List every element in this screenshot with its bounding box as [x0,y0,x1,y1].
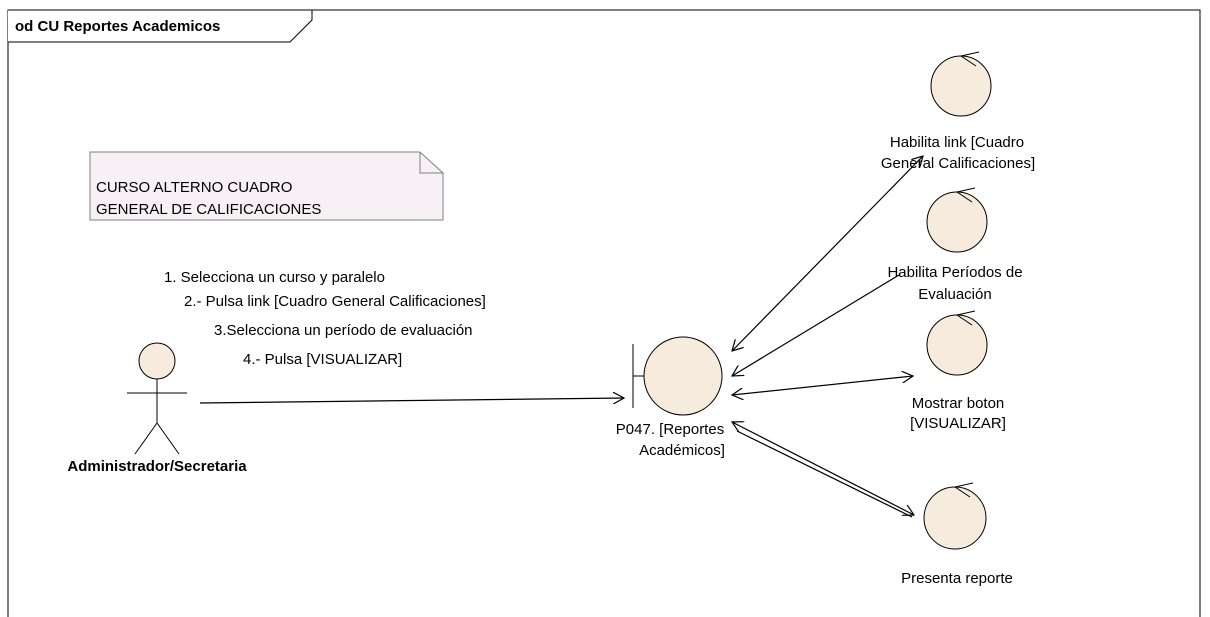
actor-label: Administrador/Secretaria [67,458,247,475]
note-shape [89,151,444,221]
link-boundary-control-4 [732,422,914,515]
control-arrowhead [959,51,980,67]
actor: Administrador/Secretaria [67,342,247,475]
link-boundary-control-3 [732,376,913,395]
connectors [199,156,923,518]
step-2: 2.- Pulsa link [Cuadro General Calificac… [184,293,486,310]
link-boundary-control-4-duplicate [736,430,913,518]
control-4-label: Presenta reporte [901,570,1013,587]
note-fold [419,152,443,174]
step-1: 1. Selecciona un curso y paralelo [164,269,385,286]
control-object-presenta-reporte: Presenta reporte [901,482,1013,587]
step-3: 3.Selecciona un período de evaluación [214,322,473,339]
step-4: 4.- Pulsa [VISUALIZAR] [243,351,402,368]
control-object-habilita-link: Habilita link [Cuadro General Calificaci… [881,51,1035,172]
control-circle [926,191,988,253]
note-line-1: CURSO ALTERNO CUADRO [96,179,292,196]
note: CURSO ALTERNO CUADRO GENERAL DE CALIFICA… [89,151,444,221]
control-2-label-line-1: Habilita Períodos de [887,264,1022,281]
link-actor-boundary [199,398,624,403]
link-boundary-control-2 [732,274,900,376]
boundary-label-line-2: Académicos] [639,442,725,459]
actor-right-leg [156,422,180,455]
control-1-label-line-1: Habilita link [Cuadro [890,134,1024,151]
actor-left-leg [134,422,158,455]
link-boundary-control-1 [732,156,923,351]
control-object-mostrar-boton: Mostrar boton [VISUALIZAR] [910,310,1006,432]
control-arrowhead [953,482,974,498]
control-arrowhead [955,310,976,326]
note-line-2: GENERAL DE CALIFICACIONES [96,201,321,218]
control-1-label-line-2: General Calificaciones] [881,155,1035,172]
boundary-object: P047. [Reportes Académicos] [616,336,725,459]
control-3-label-line-2: [VISUALIZAR] [910,415,1006,432]
control-3-label-line-1: Mostrar boton [912,395,1005,412]
control-object-habilita-periodos: Habilita Períodos de Evaluación [887,187,1023,303]
boundary-circle [643,336,723,416]
control-arrowhead [955,187,976,203]
boundary-label-line-1: P047. [Reportes [616,421,724,438]
frame-title-tab [8,9,313,43]
control-circle [926,314,988,376]
step-messages: 1. Selecciona un curso y paralelo 2.- Pu… [164,269,486,368]
actor-head [138,342,176,380]
control-2-label-line-2: Evaluación [918,286,991,303]
diagram-frame: od CU Reportes Academicos [7,9,1201,617]
control-circle [930,55,992,117]
control-circle [923,486,987,550]
frame-title: od CU Reportes Academicos [15,18,220,35]
